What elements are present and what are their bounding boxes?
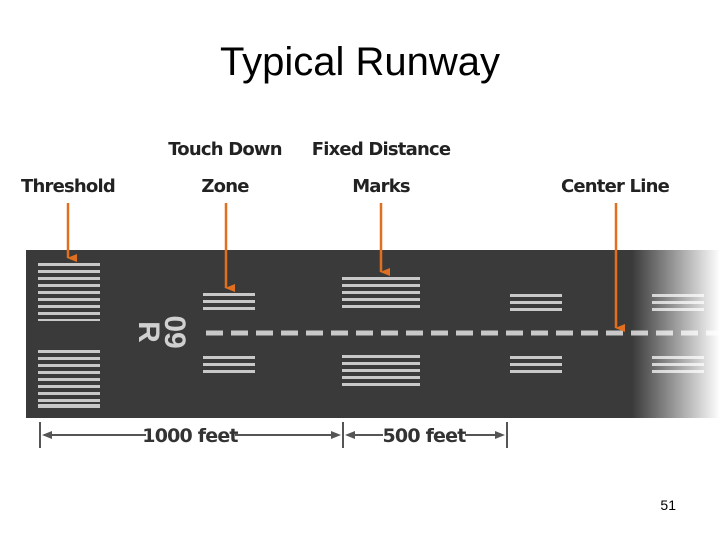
fixed-distance-marks [342, 277, 420, 386]
threshold-label: Threshold [21, 176, 115, 197]
touchdown-zone-marks [203, 293, 255, 373]
runway-letter: R [132, 321, 165, 343]
touchdown-zone-label-line1: Touch Down [168, 139, 282, 160]
slide-title: Typical Runway [219, 40, 501, 84]
callout-arrows [66, 203, 625, 332]
fixed-distance-label-line1: Fixed Distance [312, 139, 451, 160]
dimension-lines [39, 422, 508, 448]
fixed-distance-label-line2: Marks [352, 176, 410, 197]
dimension-500-feet: 500 feet [383, 425, 467, 447]
touchdown-zone-label-line2: Zone [201, 176, 249, 197]
runway-fade [632, 248, 720, 420]
page-number: 51 [660, 497, 676, 513]
threshold-marks [38, 263, 100, 408]
center-line-label: Center Line [561, 176, 670, 197]
runway-number: 09 [158, 315, 191, 348]
dimension-1000-feet: 1000 feet [142, 425, 238, 447]
runway-designator: 09 R [132, 315, 191, 348]
